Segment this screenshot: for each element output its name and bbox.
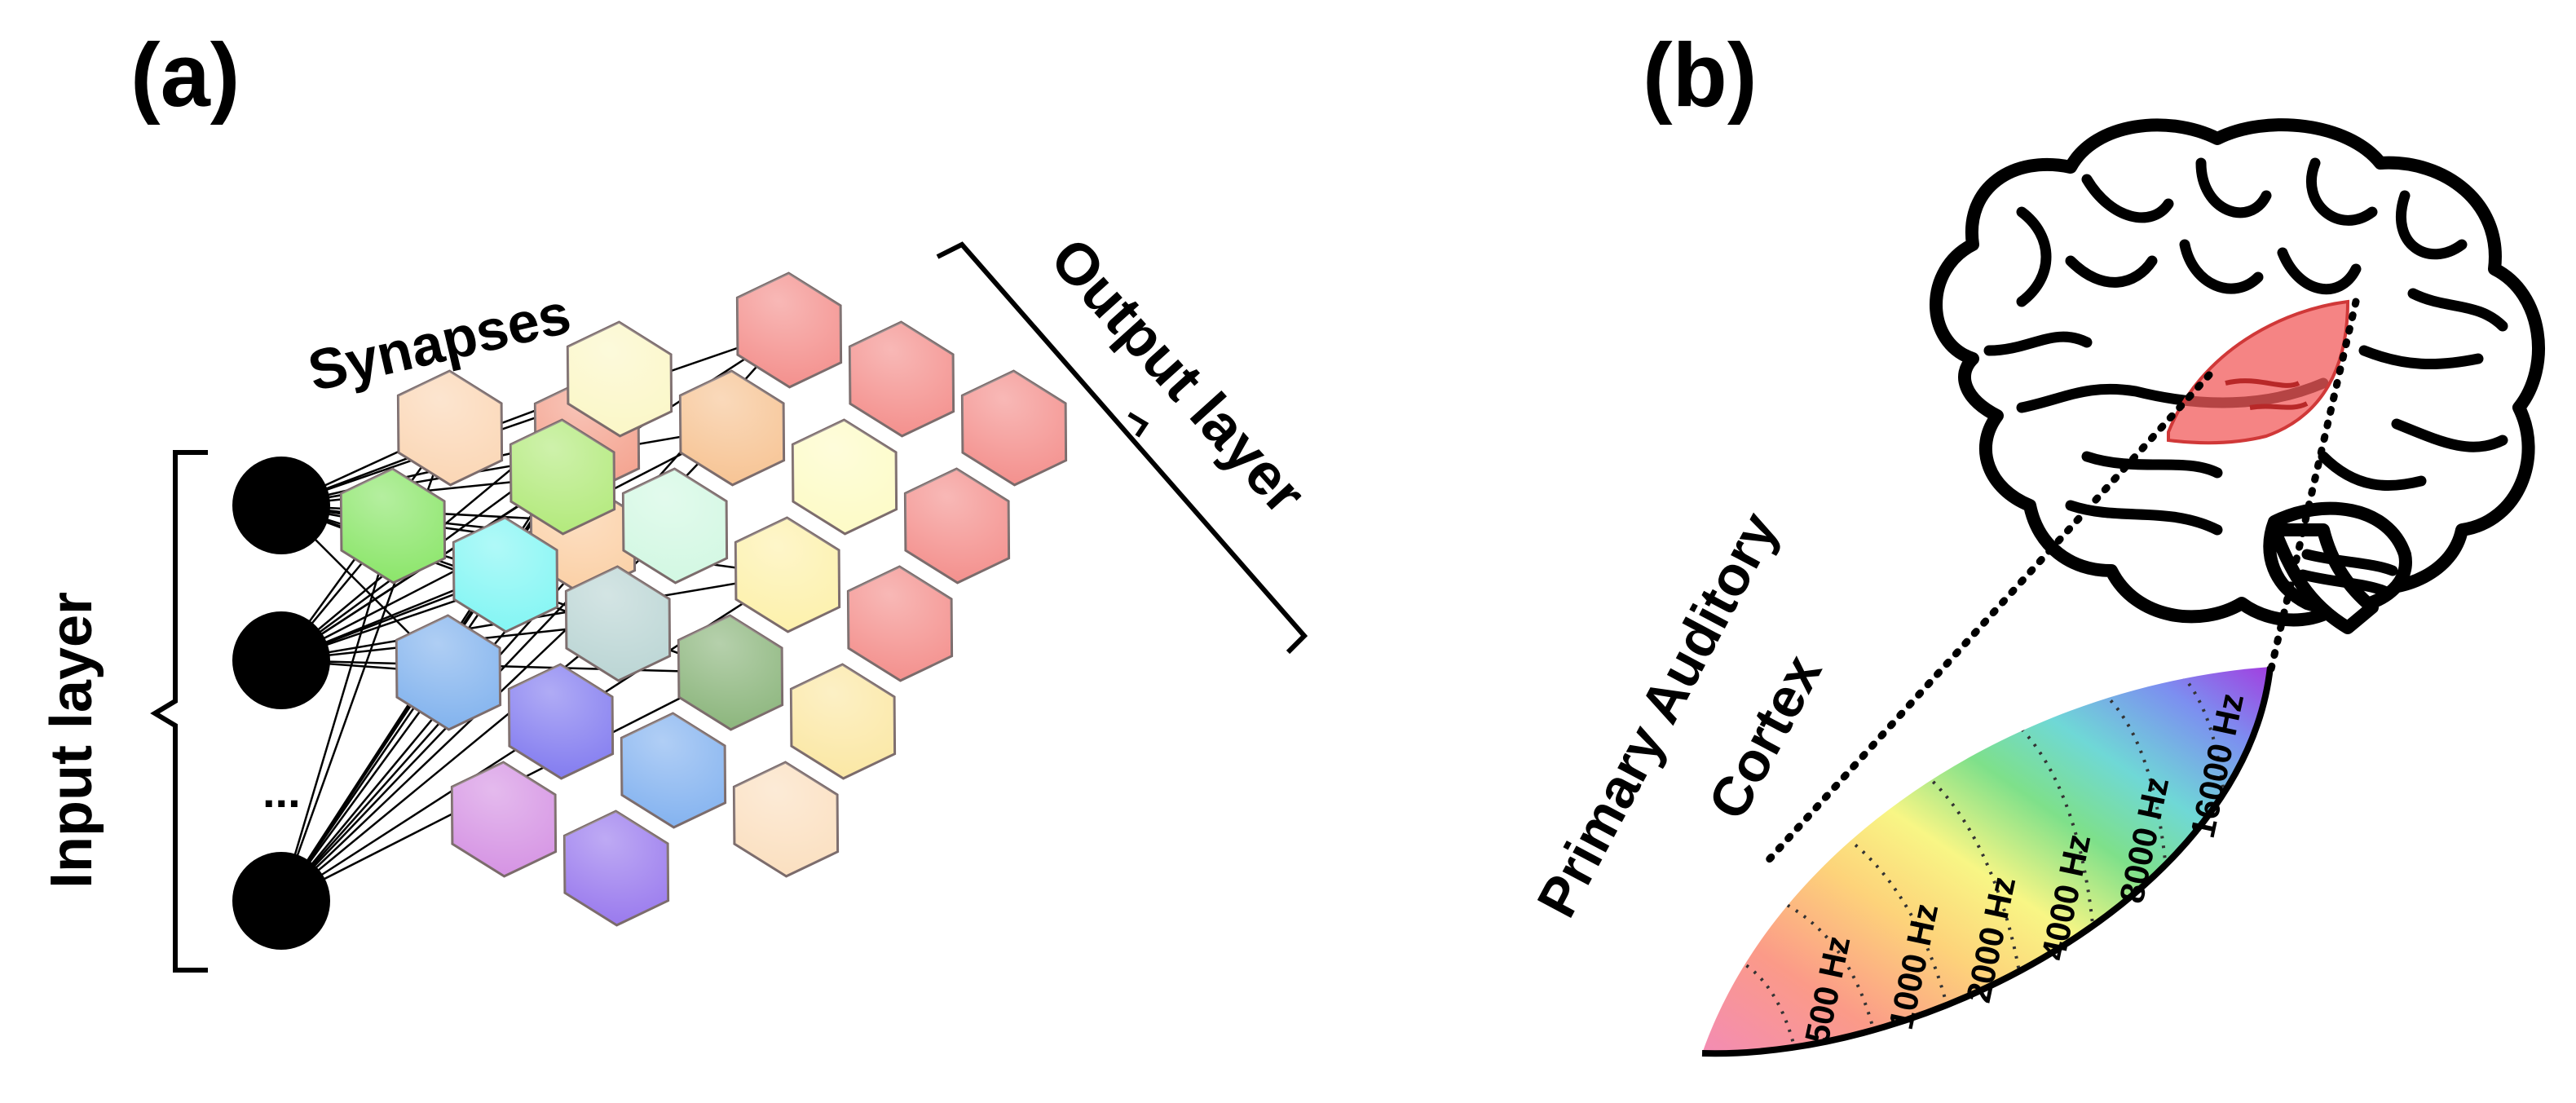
cortex-label-line2: Cortex bbox=[1696, 645, 1833, 829]
output-layer-grid bbox=[339, 271, 1068, 927]
output-neuron-hex-shade bbox=[792, 420, 897, 534]
output-neuron-hex-shade bbox=[567, 322, 672, 436]
output-neuron-hex-shade bbox=[848, 567, 952, 681]
output-neuron-hex-shade bbox=[452, 762, 556, 876]
output-neuron-hex-shade bbox=[453, 518, 558, 632]
tonotopic-leaf-bottom-edge bbox=[1701, 666, 2274, 1057]
output-neuron-hex-shade bbox=[735, 518, 840, 632]
output-layer-bracket bbox=[936, 241, 1308, 655]
input-neuron bbox=[232, 457, 330, 554]
input-neuron bbox=[232, 611, 330, 709]
panel-a-label: (a) bbox=[130, 25, 240, 126]
output-neuron-hex-shade bbox=[849, 322, 954, 436]
output-layer-bracket-tick bbox=[1127, 412, 1149, 438]
input-ellipsis: ... bbox=[262, 765, 301, 817]
output-neuron-hex-shade bbox=[398, 371, 502, 485]
auditory-cortex-fold bbox=[2225, 378, 2309, 410]
frequency-band-boundary bbox=[1702, 950, 1795, 1044]
projection-line-right bbox=[2266, 298, 2360, 677]
output-neuron-hex-shade bbox=[962, 371, 1066, 485]
output-neuron-hex-shade bbox=[680, 371, 784, 485]
input-layer-brace bbox=[150, 450, 208, 973]
output-neuron-hex-shade bbox=[905, 469, 1009, 583]
panel-b: (b) bbox=[1525, 25, 2545, 1057]
output-neuron-hex-shade bbox=[621, 713, 726, 827]
output-neuron-hex-shade bbox=[566, 567, 670, 681]
projection-line-left bbox=[1761, 371, 2213, 868]
frequency-band-boundary bbox=[2151, 667, 2227, 808]
output-neuron-hex-shade bbox=[737, 273, 841, 387]
output-neuron-hex-shade bbox=[341, 469, 445, 583]
output-neuron-hex-shade bbox=[734, 762, 838, 876]
output-neuron-hex-shade bbox=[396, 615, 501, 730]
output-neuron-hex-shade bbox=[623, 469, 727, 583]
panel-a: (a) Input layer ... Synapses Output laye… bbox=[39, 25, 1317, 973]
input-layer-label: Input layer bbox=[39, 592, 104, 889]
output-neuron-hex-shade bbox=[564, 811, 668, 925]
output-neuron-hex-shade bbox=[678, 615, 783, 730]
panel-b-label: (b) bbox=[1643, 25, 1757, 126]
synapse-line bbox=[280, 504, 619, 625]
input-neuron bbox=[232, 852, 330, 950]
output-neuron-hex-shade bbox=[509, 664, 613, 779]
tonotopic-leaf bbox=[1702, 667, 2270, 1054]
output-neuron-hex-shade bbox=[791, 664, 895, 779]
output-neuron-hex-shade bbox=[510, 420, 615, 534]
synapse-line bbox=[280, 525, 395, 902]
